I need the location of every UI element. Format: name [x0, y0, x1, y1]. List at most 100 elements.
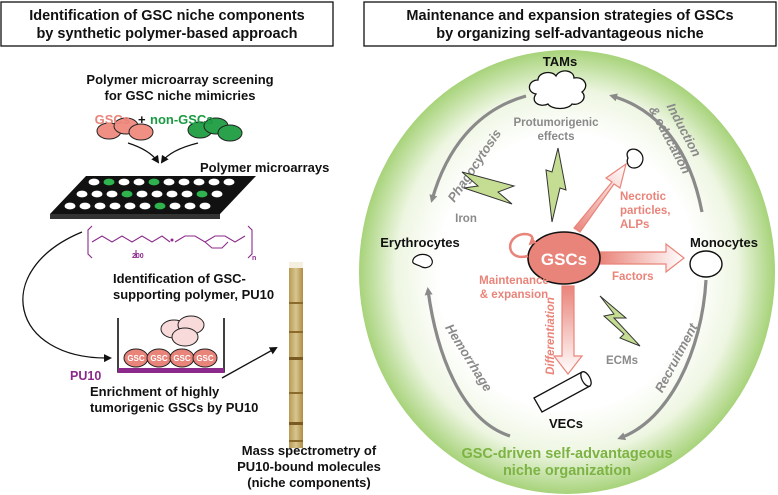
right-header-box — [363, 1, 777, 47]
microarray-spot — [163, 178, 175, 186]
mass-spec-line2: PU10-bound molecules — [237, 459, 381, 474]
tams-label: TAMs — [543, 54, 577, 69]
microarray-spot — [181, 190, 193, 198]
necrotic-line1: Necrotic — [620, 191, 667, 203]
gsc-cell-label: GSC — [150, 354, 168, 363]
vec-tube-icon — [533, 371, 592, 413]
polymer-structure-icon — [87, 225, 253, 259]
microarray-spot — [199, 202, 211, 210]
right-header-line1: Maintenance and expansion strategies of … — [406, 8, 733, 24]
culture-well-icon — [117, 315, 225, 373]
microarray-spot — [193, 178, 205, 186]
microarray-spot — [106, 190, 118, 198]
gel-strip-image — [289, 262, 303, 448]
mass-spec-line1: Mass spectrometry of — [242, 443, 377, 458]
microarray-spot — [178, 178, 190, 186]
microarray-spot — [64, 202, 76, 210]
microarray-spot — [118, 178, 130, 186]
left-header-box — [0, 1, 334, 47]
gscs-label: GSCs — [95, 112, 130, 127]
left-header-line1: Identification of GSC niche components — [29, 8, 305, 24]
right-header-line2: by organizing self-advantageous niche — [436, 26, 704, 42]
footer-line2: niche organization — [503, 463, 631, 479]
enrichment-line1: Enrichment of highly — [90, 384, 220, 399]
recruitment-arrow — [617, 279, 708, 441]
ecms-label: ECMs — [606, 355, 638, 367]
screening-title-line2: for GSC niche mimicries — [105, 88, 256, 103]
vecs-label: VECs — [549, 416, 583, 431]
protumorigenic-line1: Protumorigenic — [514, 117, 600, 129]
left-panel: Identification of GSC niche components b… — [0, 1, 381, 490]
microarray-spot — [91, 190, 103, 198]
factors-label: Factors — [612, 271, 654, 283]
monocytes-label: Monocytes — [690, 235, 758, 250]
gsc-cell-label: GSC — [127, 354, 145, 363]
non-gsc-cluster-icon — [187, 117, 243, 142]
differentiation-arrow — [552, 285, 584, 375]
microarray-spot — [154, 202, 166, 210]
enrichment-line2: tumorigenic GSCs by PU10 — [90, 400, 258, 415]
microarray-spot — [124, 202, 136, 210]
polymer-subscript-n: n — [252, 255, 256, 262]
identification-line1: Identification of GSC- — [113, 271, 246, 286]
hemorrhage-arrow — [424, 287, 511, 438]
microarray-spot — [133, 178, 145, 186]
ident-to-enrich-arrow — [22, 231, 112, 363]
gsc-cell-icon — [192, 348, 218, 368]
pu10-label: PU10 — [70, 369, 101, 383]
gsc-cell-label: GSC — [173, 354, 191, 363]
microarray-slide-icon — [50, 176, 256, 219]
microarray-spot — [136, 190, 148, 198]
microarray-spot — [88, 178, 100, 186]
gsc-cluster-icon — [96, 117, 154, 141]
microarray-spot — [184, 202, 196, 210]
erythrocyte-icon — [412, 253, 433, 269]
microarray-spot — [148, 178, 160, 186]
necrotic-line2: particles, — [620, 205, 671, 217]
identification-line2: supporting polymer, PU10 — [113, 287, 274, 302]
microarray-spot — [121, 190, 133, 198]
iron-bolt-icon — [461, 171, 516, 205]
plus-label: + — [138, 112, 146, 127]
microarray-spot — [211, 190, 223, 198]
microarray-spot — [166, 190, 178, 198]
necrotic-particle-icon — [626, 148, 644, 169]
microarray-spot — [223, 178, 235, 186]
right-panel: Maintenance and expansion strategies of … — [359, 1, 777, 494]
gsc-to-array-arrow — [127, 142, 160, 164]
microarray-spot — [196, 190, 208, 198]
gscs-core-label: GSCs — [541, 250, 587, 269]
gsc-cells-row: GSC GSC GSC GSC — [123, 348, 218, 368]
microarray-spot — [151, 190, 163, 198]
iron-label: Iron — [455, 213, 477, 225]
microarray-spots — [64, 178, 235, 210]
gscs-core — [527, 231, 601, 285]
protumorigenic-bolt-icon — [545, 147, 567, 223]
polymer-subscript-200: 200 — [132, 253, 144, 260]
microarray-spot — [169, 202, 181, 210]
microarray-spot — [79, 202, 91, 210]
non-gscs-label: non-GSCs — [150, 112, 214, 127]
erythrocytes-label: Erythrocytes — [380, 235, 459, 250]
microarray-spot — [109, 202, 121, 210]
protumorigenic-line2: effects — [537, 131, 574, 143]
microarray-spot — [103, 178, 115, 186]
microarray-spot — [139, 202, 151, 210]
microarray-spot — [76, 190, 88, 198]
maintenance-line2: & expansion — [480, 289, 548, 301]
nongsc-to-array-arrow — [160, 142, 199, 164]
footer-line1: GSC-driven self-advantageous — [461, 446, 672, 462]
self-renewal-loop-arrow — [508, 232, 538, 259]
differentiation-label: Differentiation — [545, 297, 557, 375]
enrich-to-ms-arrow — [221, 347, 278, 379]
gsc-cell-label: GSC — [196, 354, 214, 363]
factors-arrow — [599, 242, 685, 274]
screening-title-line1: Polymer microarray screening — [86, 72, 273, 87]
induction-arrow — [609, 93, 704, 213]
microarray-spot — [208, 178, 220, 186]
phagocytosis-arrow — [429, 94, 527, 203]
tams-cloud-icon — [528, 70, 587, 110]
left-header-line2: by synthetic polymer-based approach — [36, 26, 297, 42]
monocyte-icon — [689, 250, 723, 278]
